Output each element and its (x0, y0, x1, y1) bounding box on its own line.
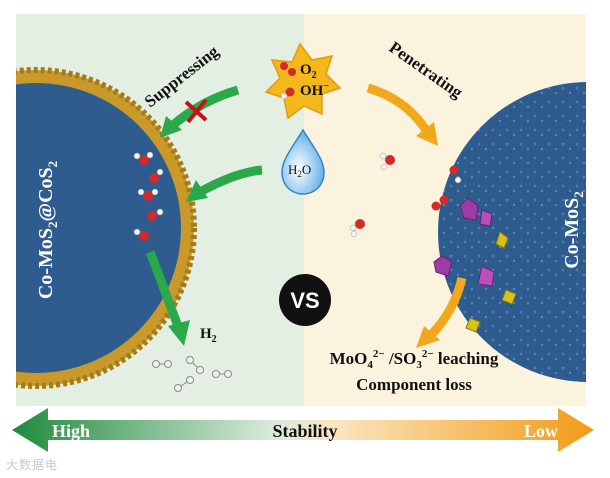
right-material-label: Co-MoS2 (561, 191, 586, 269)
stability-label: Stability (272, 421, 337, 441)
vs-badge (279, 274, 331, 326)
h2-label: H2 (200, 326, 217, 345)
low-label: Low (524, 421, 558, 441)
adsorbed-water-molecules (133, 151, 164, 241)
o2-molecule-icon (280, 62, 296, 76)
h2o-arrow (186, 165, 263, 202)
h2-arrow (145, 250, 190, 346)
blocked-cross-icon (184, 98, 208, 124)
leaching-clusters (433, 197, 517, 333)
leaching-label: MoO42− /SO32− leaching (330, 348, 499, 371)
h2o-label: H2O (288, 162, 311, 179)
water-drop-icon (281, 128, 325, 195)
watermark: 大数据电 (6, 458, 59, 472)
oh-molecule-icon (280, 87, 295, 100)
high-label: High (52, 421, 90, 441)
vs-label: VS (290, 288, 319, 313)
leaching-arrow (416, 276, 467, 348)
component-loss-label: Component loss (356, 375, 472, 394)
free-water-molecules (349, 152, 462, 238)
right-sphere (438, 82, 586, 382)
oh-label: OH− (300, 81, 329, 99)
h2-molecules-icon (152, 356, 232, 392)
penetrate-arrow (366, 83, 438, 146)
left-material-label: Co-MoS2@CoS2 (35, 161, 60, 299)
o2-label: O2 (300, 62, 317, 81)
stability-arrow (12, 408, 594, 452)
